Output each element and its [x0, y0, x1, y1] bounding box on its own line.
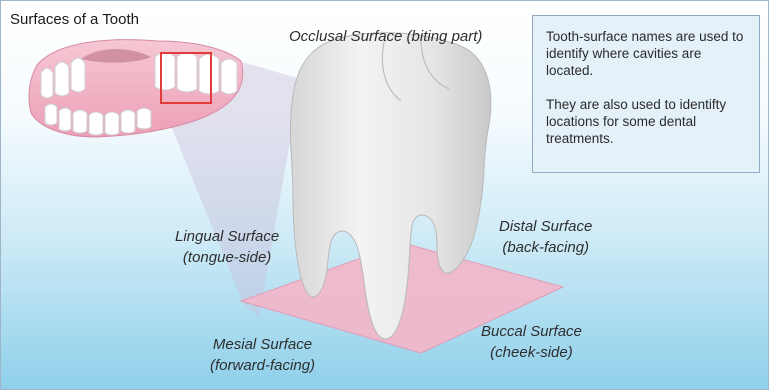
- mesial-surface-label: Mesial Surface (forward-facing): [210, 334, 315, 376]
- lingual-surface-desc: (tongue-side): [175, 247, 279, 268]
- diagram-title: Surfaces of a Tooth: [10, 11, 139, 28]
- mesial-surface-desc: (forward-facing): [210, 355, 315, 376]
- buccal-surface-desc: (cheek-side): [481, 342, 582, 363]
- info-box: Tooth-surface names are used to identify…: [532, 15, 760, 173]
- distal-surface-label: Distal Surface (back-facing): [499, 216, 592, 258]
- buccal-surface-name: Buccal Surface: [481, 321, 582, 342]
- lingual-surface-label: Lingual Surface (tongue-side): [175, 226, 279, 268]
- buccal-surface-label: Buccal Surface (cheek-side): [481, 321, 582, 363]
- info-paragraph-2: They are also used to identifty location…: [546, 96, 749, 147]
- distal-surface-desc: (back-facing): [499, 237, 592, 258]
- distal-surface-name: Distal Surface: [499, 216, 592, 237]
- occlusal-surface-label: Occlusal Surface (biting part): [289, 26, 482, 47]
- info-paragraph-1: Tooth-surface names are used to identify…: [546, 28, 749, 79]
- lingual-surface-name: Lingual Surface: [175, 226, 279, 247]
- mesial-surface-name: Mesial Surface: [210, 334, 315, 355]
